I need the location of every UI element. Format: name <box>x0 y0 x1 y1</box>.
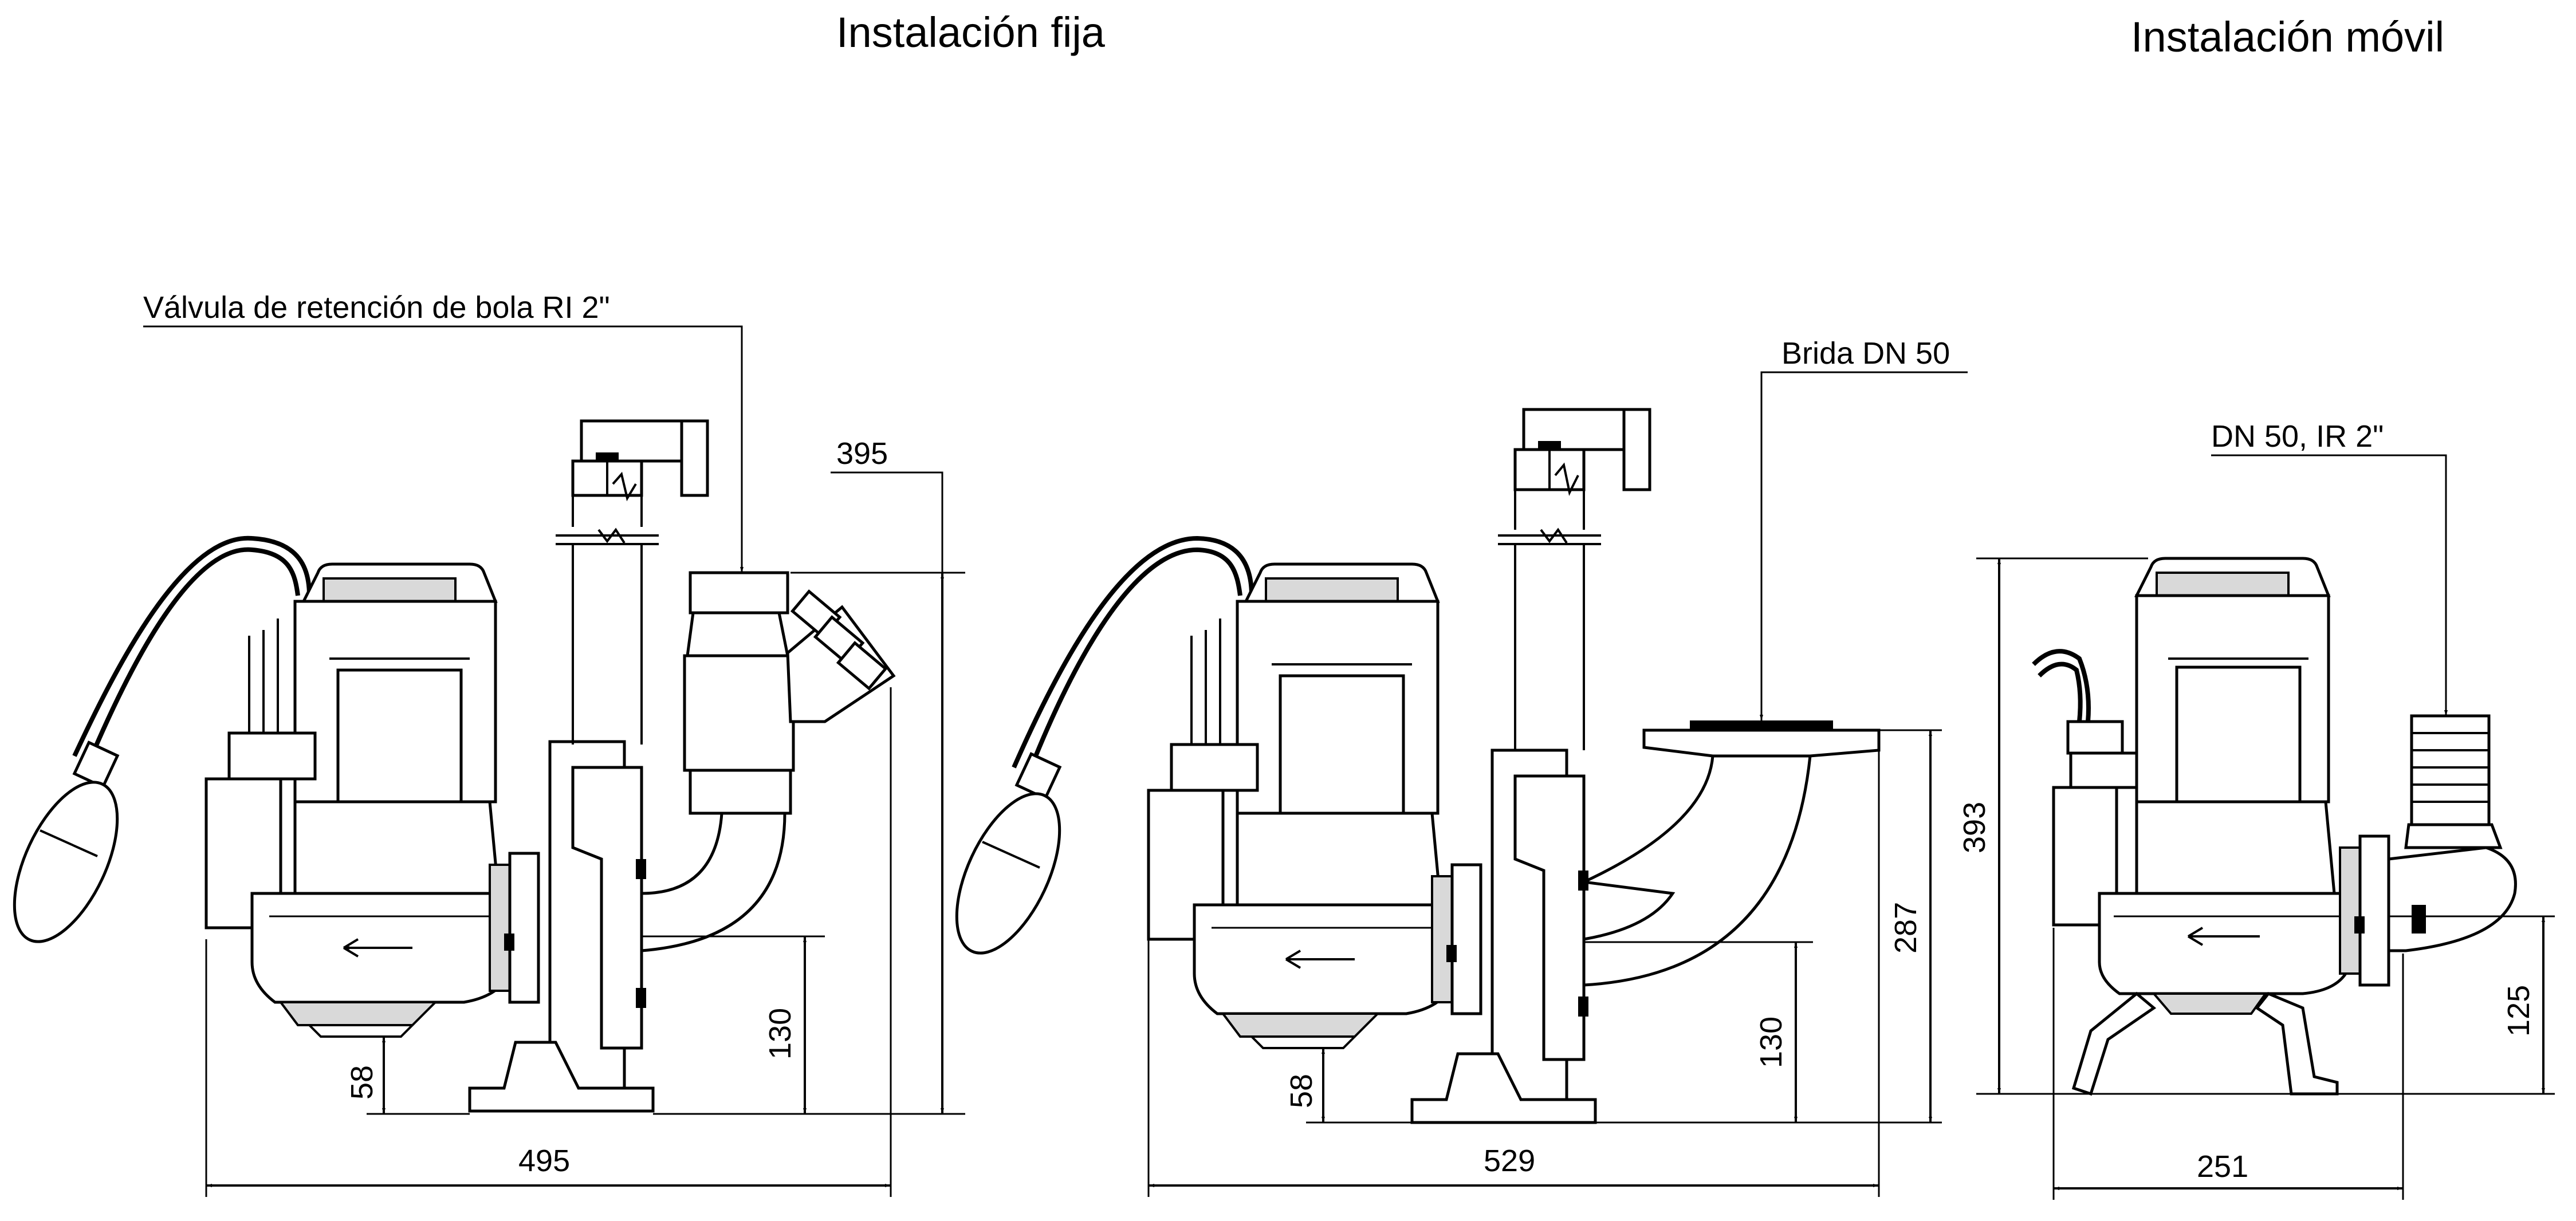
dim-395: 395 <box>836 436 888 471</box>
pump-mobile-dimensions: DN 50, IR 2" 393 125 251 <box>1957 419 2555 1200</box>
dim-529: 529 <box>1484 1144 1535 1178</box>
dim-495: 495 <box>518 1144 570 1178</box>
dim-58-b: 58 <box>1284 1074 1319 1108</box>
dim-287: 287 <box>1889 902 1923 954</box>
pump-fixed-flange <box>955 408 1881 1124</box>
dim-125: 125 <box>2502 985 2536 1037</box>
dim-130-b: 130 <box>1754 1017 1788 1068</box>
dim-58-a: 58 <box>345 1065 379 1100</box>
dim-393: 393 <box>1957 802 1992 853</box>
label-flange: Brida DN 50 <box>1781 336 1950 371</box>
pump-fixed-valve <box>13 419 896 1113</box>
title-fixed-installation: Instalación fija <box>836 9 1106 56</box>
label-check-valve: Válvula de retención de bola RI 2" <box>143 290 610 325</box>
title-mobile-installation: Instalación móvil <box>2131 13 2444 61</box>
float-switch <box>955 535 1254 955</box>
dim-130-a: 130 <box>763 1008 797 1059</box>
pump-fixed-valve-dimensions: Válvula de retención de bola RI 2" 395 1… <box>143 290 965 1197</box>
float-switch <box>13 535 312 943</box>
dim-251: 251 <box>2197 1149 2248 1184</box>
pump-fixed-flange-dimensions: Brida DN 50 287 130 58 529 <box>1147 336 1968 1197</box>
pump-mobile <box>2032 557 2517 1096</box>
label-hose-connection: DN 50, IR 2" <box>2211 419 2384 454</box>
